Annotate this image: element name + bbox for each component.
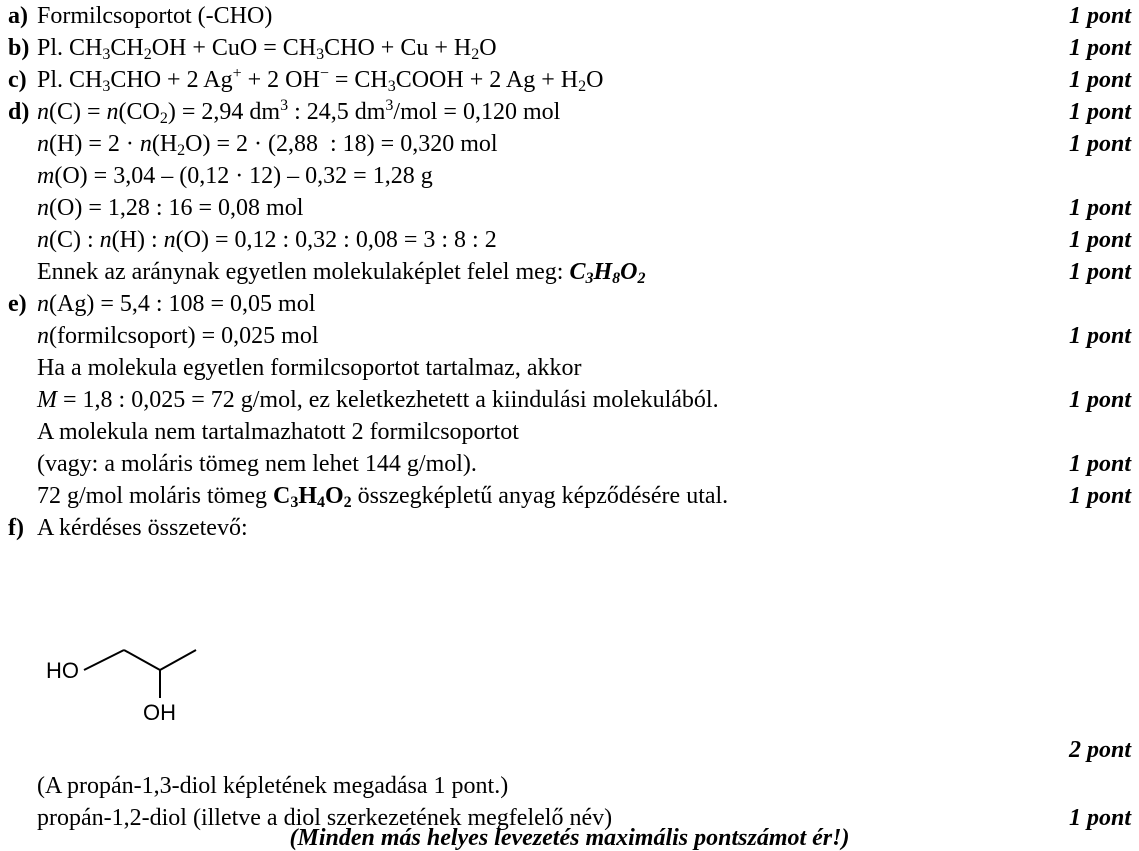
points: 2 pont	[1068, 737, 1131, 763]
row-e2: n(formilcsoport) = 0,025 mol 1 pont	[0, 320, 1139, 352]
row-f1: f) A kérdéses összetevő:	[0, 512, 1139, 544]
points: 1 pont	[1068, 805, 1131, 831]
calc-text: n(C) : n(H) : n(O) = 0,12 : 0,32 : 0,08 …	[37, 227, 497, 253]
bond	[123, 649, 161, 671]
calc-text: n(formilcsoport) = 0,025 mol	[37, 323, 319, 349]
calc-text: n(C) = n(CO2) = 2,94 dm3 : 24,5 dm3/mol …	[37, 97, 561, 127]
explanation-text: (vagy: a moláris tömeg nem lehet 144 g/m…	[37, 451, 477, 477]
item-label: c)	[8, 67, 27, 93]
conclusion-lead: Ennek az aránynak egyetlen molekulaképle…	[37, 259, 570, 285]
row-d6: Ennek az aránynak egyetlen molekulaképle…	[0, 256, 1139, 288]
text-before: 72 g/mol moláris tömeg	[37, 483, 273, 509]
bond	[83, 649, 125, 671]
oh-label: OH	[143, 700, 176, 725]
calc-text: m(O) = 3,04 – (0,12 · 12) – 0,32 = 1,28 …	[37, 163, 433, 189]
equation-text: Pl. CH3CH2OH + CuO = CH3CHO + Cu + H2O	[37, 35, 497, 63]
conclusion-text: Ennek az aránynak egyetlen molekulaképle…	[37, 259, 646, 287]
points: 1 pont	[1068, 483, 1131, 509]
row-e6: (vagy: a moláris tömeg nem lehet 144 g/m…	[0, 448, 1139, 480]
row-f4: propán-1,2-diol (illetve a diol szerkeze…	[0, 802, 1139, 834]
item-label: f)	[8, 515, 24, 541]
calc-text: n(Ag) = 5,4 : 108 = 0,05 mol	[37, 291, 316, 317]
ho-label: HO	[46, 658, 79, 683]
footer-row: (Minden más helyes levezetés maximális p…	[0, 826, 1139, 850]
row-e1: e) n(Ag) = 5,4 : 108 = 0,05 mol	[0, 288, 1139, 320]
points: 1 pont	[1068, 323, 1131, 349]
explanation-text: 72 g/mol moláris tömeg C3H4O2 összegképl…	[37, 483, 729, 511]
explanation-text: propán-1,2-diol (illetve a diol szerkeze…	[37, 805, 613, 831]
row-d2: n(H) = 2 · n(H2O) = 2 · (2,88 : 18) = 0,…	[0, 128, 1139, 160]
bond	[159, 649, 197, 671]
row-a: a) Formilcsoportot (-CHO) 1 pont	[0, 0, 1139, 32]
item-label: d)	[8, 99, 30, 125]
points: 1 pont	[1068, 67, 1131, 93]
row-d1: d) n(C) = n(CO2) = 2,94 dm3 : 24,5 dm3/m…	[0, 96, 1139, 128]
answer-text: Formilcsoportot (-CHO)	[37, 3, 273, 29]
row-b: b) Pl. CH3CH2OH + CuO = CH3CHO + Cu + H2…	[0, 32, 1139, 64]
calc-text: n(O) = 1,28 : 16 = 0,08 mol	[37, 195, 304, 221]
row-c: c) Pl. CH3CHO + 2 Ag+ + 2 OH− = CH3COOH …	[0, 64, 1139, 96]
points: 1 pont	[1068, 259, 1131, 285]
points: 1 pont	[1068, 195, 1131, 221]
propane-1-2-diol-structure: HO OH	[46, 649, 197, 725]
row-e5: A molekula nem tartalmazhatott 2 formilc…	[0, 416, 1139, 448]
text-after: összegképletű anyag képződésére utal.	[351, 483, 729, 509]
calc-text: n(H) = 2 · n(H2O) = 2 · (2,88 : 18) = 0,…	[37, 131, 498, 159]
row-e7: 72 g/mol moláris tömeg C3H4O2 összegképl…	[0, 480, 1139, 512]
row-f2: 2 pont	[0, 734, 1139, 766]
note-text: (A propán-1,3-diol képletének megadása 1…	[37, 773, 509, 799]
row-e3: Ha a molekula egyetlen formilcsoportot t…	[0, 352, 1139, 384]
explanation-text: Ha a molekula egyetlen formilcsoportot t…	[37, 355, 582, 381]
equation-text: Pl. CH3CHO + 2 Ag+ + 2 OH− = CH3COOH + 2…	[37, 65, 604, 95]
points: 1 pont	[1068, 387, 1131, 413]
calc-text: M = 1,8 : 0,025 = 72 g/mol, ez keletkezh…	[37, 387, 719, 413]
points: 1 pont	[1068, 99, 1131, 125]
footer-note: (Minden más helyes levezetés maximális p…	[289, 825, 850, 851]
item-label: a)	[8, 3, 28, 29]
row-d5: n(C) : n(H) : n(O) = 0,12 : 0,32 : 0,08 …	[0, 224, 1139, 256]
points: 1 pont	[1068, 227, 1131, 253]
row-e4: M = 1,8 : 0,025 = 72 g/mol, ez keletkezh…	[0, 384, 1139, 416]
calc-rest: = 1,8 : 0,025 = 72 g/mol, ez keletkezhet…	[57, 387, 719, 413]
row-d3: m(O) = 3,04 – (0,12 · 12) – 0,32 = 1,28 …	[0, 160, 1139, 192]
points: 1 pont	[1068, 35, 1131, 61]
row-f3: (A propán-1,3-diol képletének megadása 1…	[0, 770, 1139, 802]
explanation-text: A kérdéses összetevő:	[37, 515, 248, 541]
points: 1 pont	[1068, 3, 1131, 29]
item-label: b)	[8, 35, 30, 61]
points: 1 pont	[1068, 451, 1131, 477]
row-d4: n(O) = 1,28 : 16 = 0,08 mol 1 pont	[0, 192, 1139, 224]
points: 1 pont	[1068, 131, 1131, 157]
explanation-text: A molekula nem tartalmazhatott 2 formilc…	[37, 419, 519, 445]
item-label: e)	[8, 291, 27, 317]
